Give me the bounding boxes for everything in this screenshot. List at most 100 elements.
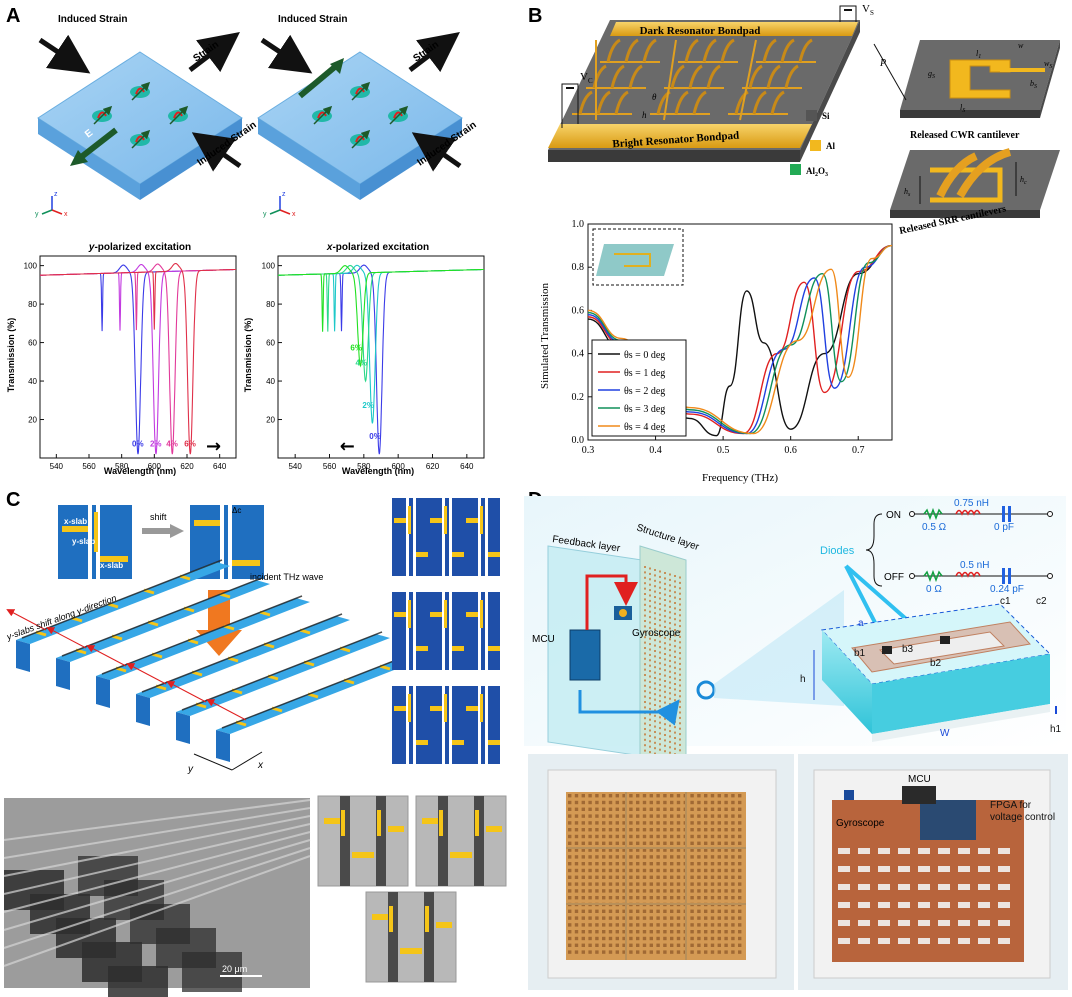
h-label: h bbox=[642, 110, 647, 120]
dark-bondpad-label: Dark Resonator Bondpad bbox=[640, 25, 761, 37]
off-resistance: 0 Ω bbox=[926, 584, 942, 595]
x-tick-label: 0.6 bbox=[784, 445, 797, 456]
axis-x-label-c: x bbox=[257, 760, 264, 771]
chart-b-inset bbox=[592, 228, 684, 286]
chart-a-left-title-rest: -polarized excitation bbox=[94, 242, 191, 253]
mcu-photo bbox=[902, 786, 936, 804]
series-label: 0% bbox=[132, 439, 144, 448]
shift-label: shift bbox=[150, 512, 167, 522]
chart-a-left-xlabel: Wavelength (nm) bbox=[104, 466, 176, 476]
x-slab-label: x-slab bbox=[64, 517, 87, 526]
photo-gyro-label: Gyroscope bbox=[836, 818, 885, 829]
y-tick-label: 20 bbox=[266, 416, 275, 425]
series-label: 4% bbox=[166, 439, 178, 448]
vc-label: VC bbox=[580, 71, 593, 85]
e-field-label-right: E bbox=[299, 71, 311, 84]
series-line bbox=[278, 265, 484, 368]
legend-entry: θs = 0 deg bbox=[624, 350, 665, 361]
legend-al-label: Al bbox=[826, 141, 835, 151]
incident-wave-label: incident THz wave bbox=[250, 572, 323, 582]
x-tick-label: 560 bbox=[323, 462, 337, 471]
photo-back: Gyroscope MCU FPGA for voltage control bbox=[798, 754, 1068, 990]
detail-bs-label: bS bbox=[1030, 79, 1037, 90]
off-capacitance: 0.24 pF bbox=[990, 584, 1024, 595]
y-tick-label: 60 bbox=[266, 339, 275, 348]
chart-a-right: x-polarized excitation Transmission (%) … bbox=[243, 242, 485, 476]
x-tick-label: 620 bbox=[426, 462, 440, 471]
y-tick-label: 0.4 bbox=[572, 349, 585, 360]
shifted-pattern-grid bbox=[392, 498, 500, 764]
chart-b-ylabel: Simulated Transmission bbox=[539, 282, 551, 389]
slab-array bbox=[6, 559, 430, 762]
series-line bbox=[278, 264, 484, 455]
dim-a: a bbox=[858, 618, 864, 629]
legend-entry: θs = 3 deg bbox=[624, 404, 665, 415]
y-tick-label: 80 bbox=[266, 300, 275, 309]
detail-ws-label: wS bbox=[1044, 59, 1052, 70]
x-tick-label: 560 bbox=[82, 462, 96, 471]
axis-x-label: x bbox=[64, 211, 68, 218]
y-tick-label: 40 bbox=[28, 377, 37, 386]
off-inductance: 0.5 nH bbox=[960, 560, 989, 571]
y-tick-label: 0.8 bbox=[572, 262, 585, 273]
unit-cell-box: a b1 b2 b3 c1 c2 h h1 W bbox=[800, 596, 1062, 742]
shift-arrow: ← bbox=[340, 436, 355, 457]
x-tick-label: 620 bbox=[180, 462, 194, 471]
chart-b: Simulated Transmission Frequency (THz) 0… bbox=[539, 219, 893, 484]
gyro-photo bbox=[844, 790, 854, 800]
dim-h1: h1 bbox=[1050, 724, 1062, 735]
on-label: ON bbox=[886, 510, 901, 521]
y-tick-label: 60 bbox=[28, 339, 37, 348]
on-inductance: 0.75 nH bbox=[954, 498, 989, 509]
y-tick-label: 0.2 bbox=[572, 392, 585, 403]
legend-box bbox=[591, 339, 687, 437]
series-line bbox=[40, 263, 236, 455]
photo-mcu-label: MCU bbox=[908, 774, 931, 785]
y-tick-label: 80 bbox=[28, 300, 37, 309]
cantilever-array bbox=[572, 38, 816, 121]
pillar-group-left bbox=[92, 81, 189, 149]
plot-frame bbox=[587, 223, 893, 441]
chart-a-left: y-polarized excitation Transmission (%) … bbox=[6, 242, 237, 476]
fpga-board bbox=[920, 800, 976, 840]
dim-b3: b3 bbox=[902, 644, 914, 655]
chart-a-right-title-em: x bbox=[326, 242, 333, 253]
chart-a-right-ylabel: Transmission (%) bbox=[243, 318, 253, 393]
axis-y-label: y bbox=[263, 211, 267, 218]
y-tick-label: 20 bbox=[28, 416, 37, 425]
hc-label: hc bbox=[1020, 175, 1027, 186]
x-tick-label: 600 bbox=[148, 462, 162, 471]
panel-a-letter: A bbox=[6, 5, 20, 27]
series-line bbox=[40, 263, 236, 455]
legend-entry: θs = 4 deg bbox=[624, 422, 665, 433]
x-tick-label: 640 bbox=[460, 462, 474, 471]
panel-c-letter: C bbox=[6, 489, 20, 511]
dim-h: h bbox=[800, 674, 806, 685]
mcu-board bbox=[569, 629, 601, 681]
chart-a-left-title: y-polarized excitation bbox=[88, 242, 191, 253]
chart-a-left-ylabel: Transmission (%) bbox=[6, 318, 16, 393]
theta-label: θ bbox=[652, 92, 657, 102]
hs-label: hs bbox=[904, 187, 911, 198]
series-label: 0% bbox=[369, 432, 381, 441]
y-tick-label: 100 bbox=[24, 262, 38, 271]
scale-bar-label: 20 μm bbox=[222, 964, 247, 974]
y-tick-label: 0.0 bbox=[572, 435, 585, 446]
on-resistance: 0.5 Ω bbox=[922, 522, 947, 533]
diodes-label: Diodes bbox=[820, 545, 855, 557]
unit-cell-detail: P l1 w gS lS bS wS Released CWR cantilev… bbox=[873, 40, 1060, 237]
chart-a-right-xlabel: Wavelength (nm) bbox=[342, 466, 414, 476]
x-tick-label: 540 bbox=[288, 462, 302, 471]
series-label: 6% bbox=[350, 343, 362, 352]
panel-a: A E Induce bbox=[6, 5, 485, 476]
induced-strain-label: Induced Strain bbox=[58, 14, 127, 25]
series-label: 2% bbox=[150, 439, 162, 448]
x-slab-label: x-slab bbox=[100, 561, 123, 570]
axis-x-label: x bbox=[292, 211, 296, 218]
chart-b-xlabel: Frequency (THz) bbox=[702, 472, 778, 484]
y-tick-label: 0.6 bbox=[572, 305, 585, 316]
material-legend: Si Al Al2O3 bbox=[790, 110, 835, 178]
shift-inset: x-slab y-slab x-slab shift Δc bbox=[58, 505, 264, 579]
